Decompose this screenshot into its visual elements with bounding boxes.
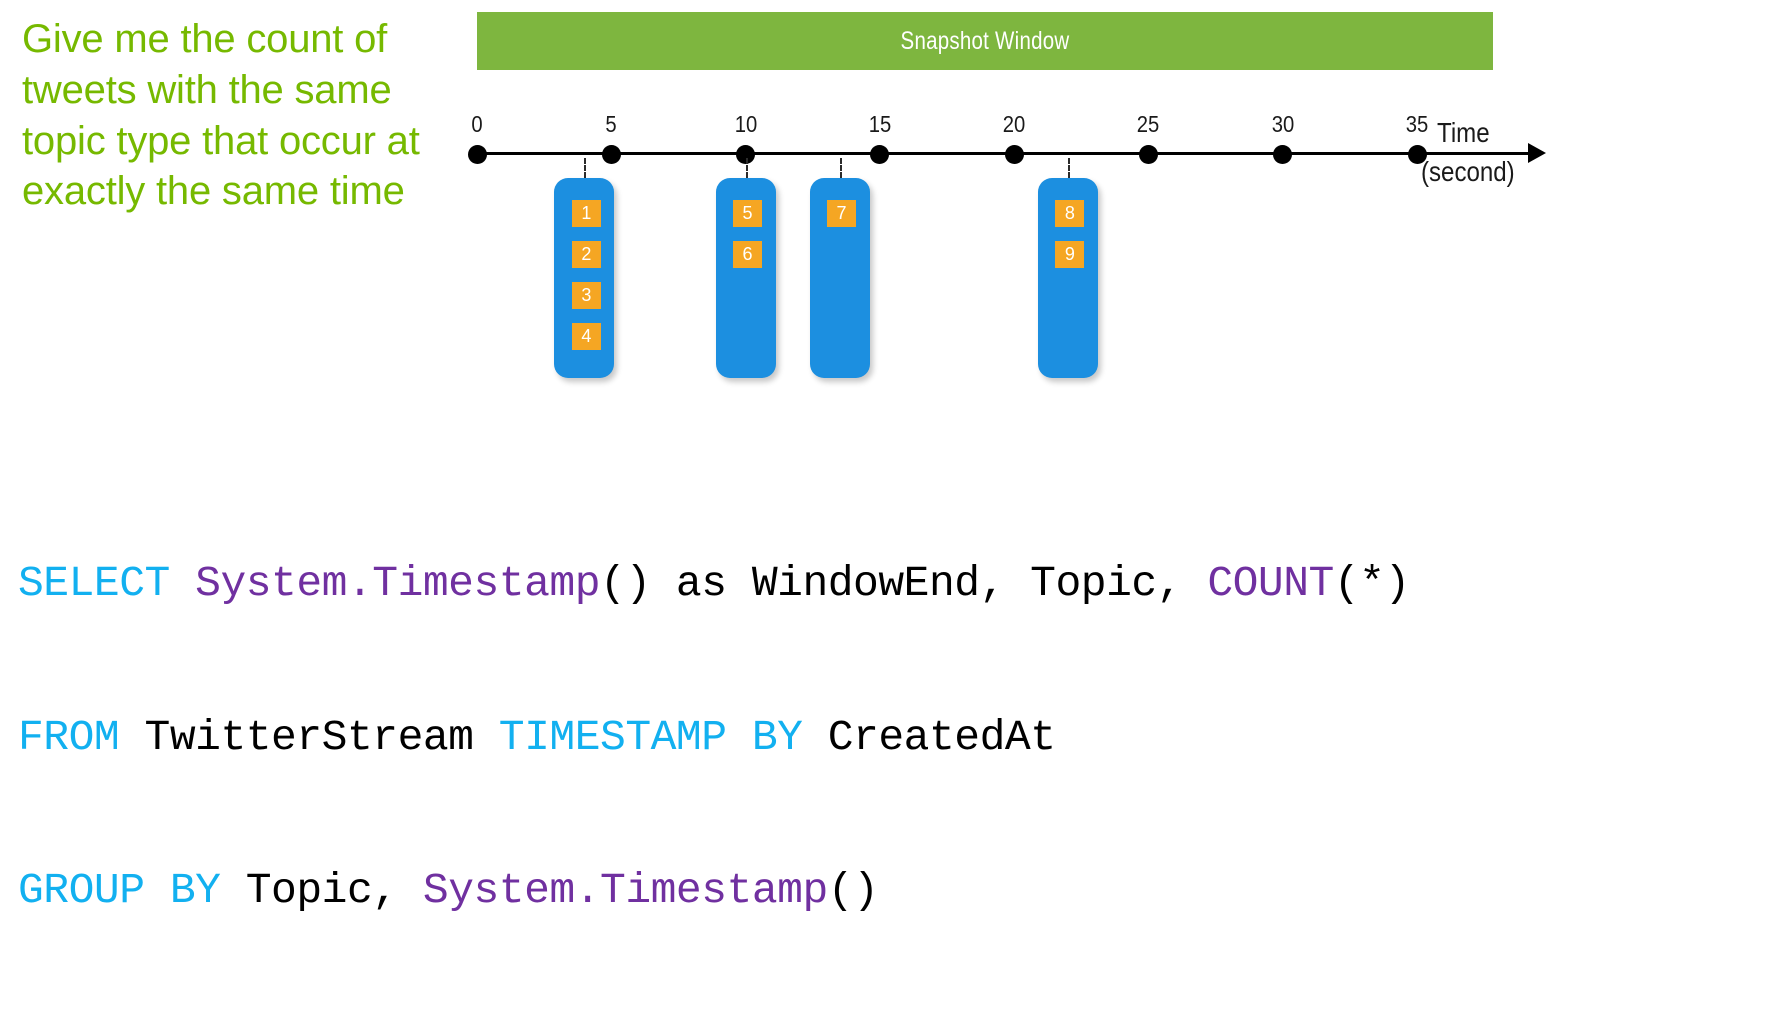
event-connector-dashed-line — [745, 158, 748, 178]
axis-tick-dot — [1273, 145, 1293, 164]
event-tile: 8 — [1055, 200, 1085, 227]
time-axis-unit-label: (second) — [1421, 156, 1515, 187]
prompt-question-text: Give me the count of tweets with the sam… — [22, 17, 420, 214]
sql-token: () as WindowEnd, Topic, — [600, 559, 1208, 609]
sql-token: FROM — [18, 712, 145, 762]
axis-tick-dot — [601, 145, 621, 164]
sql-token: TwitterStream — [144, 712, 499, 762]
event-tile: 2 — [571, 241, 601, 268]
axis-tick-dot — [1138, 145, 1158, 164]
event-connector-dashed-line — [1067, 158, 1070, 178]
sql-token: System.Timestamp — [195, 559, 601, 609]
event-tile: 4 — [571, 323, 601, 350]
sql-token: GROUP BY — [18, 866, 246, 916]
sql-token: () — [827, 866, 879, 916]
time-axis-label: Time — [1437, 117, 1490, 148]
event-tile: 6 — [733, 241, 763, 268]
sql-line-select: SELECT System.Timestamp() as WindowEnd, … — [18, 559, 1410, 611]
axis-tick-dot — [870, 145, 890, 164]
axis-tick-label: 25 — [1137, 111, 1160, 137]
axis-tick-label: 0 — [471, 111, 483, 137]
axis-tick-label: 35 — [1405, 111, 1429, 137]
sql-query-block: SELECT System.Timestamp() as WindowEnd, … — [18, 458, 1410, 1020]
axis-tick-dot — [736, 145, 756, 164]
event-connector-dashed-line — [839, 158, 842, 178]
time-axis-arrow-icon — [1528, 143, 1546, 163]
axis-tick-label: 10 — [734, 111, 757, 137]
event-column: 7 — [809, 178, 870, 378]
axis-tick-dot — [467, 145, 487, 164]
axis-tick-label: 30 — [1271, 111, 1294, 137]
snapshot-window-label: Snapshot Window — [900, 26, 1070, 55]
sql-line-groupby: GROUP BY Topic, System.Timestamp() — [18, 866, 1410, 918]
event-tile: 1 — [571, 200, 601, 227]
sql-token: TIMESTAMP BY — [498, 712, 828, 762]
sql-line-from: FROM TwitterStream TIMESTAMP BY CreatedA… — [18, 713, 1410, 765]
time-axis-line — [477, 152, 1530, 155]
axis-tick-label: 20 — [1002, 111, 1026, 137]
axis-tick-dot — [1004, 145, 1024, 164]
sql-token: SELECT — [18, 559, 196, 609]
event-tile: 5 — [733, 200, 763, 227]
sql-token: COUNT — [1207, 559, 1334, 609]
axis-tick-label: 5 — [605, 111, 617, 137]
snapshot-window-banner: Snapshot Window — [477, 12, 1493, 70]
event-tile: 9 — [1055, 241, 1085, 268]
axis-tick-dot — [1407, 145, 1427, 164]
sql-token: CreatedAt — [827, 712, 1056, 762]
sql-token: System.Timestamp — [422, 866, 828, 916]
event-column: 1 2 3 4 — [554, 178, 615, 378]
slide-canvas: Give me the count of tweets with the sam… — [0, 0, 1785, 915]
axis-tick-label: 15 — [868, 111, 892, 137]
event-tile: 7 — [827, 200, 857, 227]
sql-token: (*) — [1333, 559, 1410, 609]
sql-token: Topic, — [245, 866, 423, 916]
event-tile: 3 — [571, 282, 601, 309]
event-connector-dashed-line — [584, 158, 587, 178]
